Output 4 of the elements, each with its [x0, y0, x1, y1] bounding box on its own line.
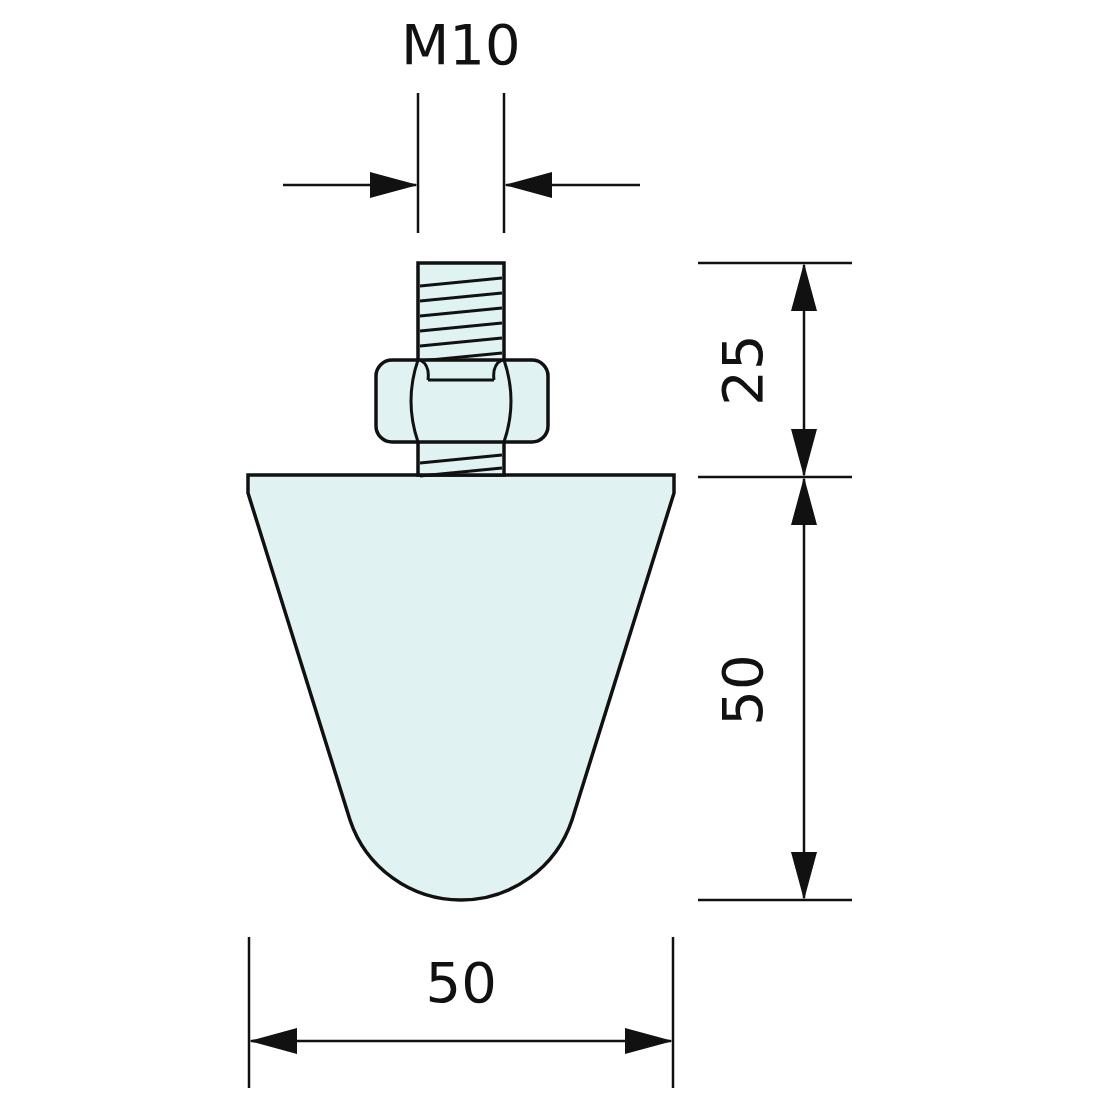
dimension-label: M10 — [401, 17, 521, 73]
dimension-label: 25 — [714, 334, 771, 406]
dimension-label: 50 — [425, 955, 497, 1011]
dimension-label: 50 — [714, 654, 771, 726]
